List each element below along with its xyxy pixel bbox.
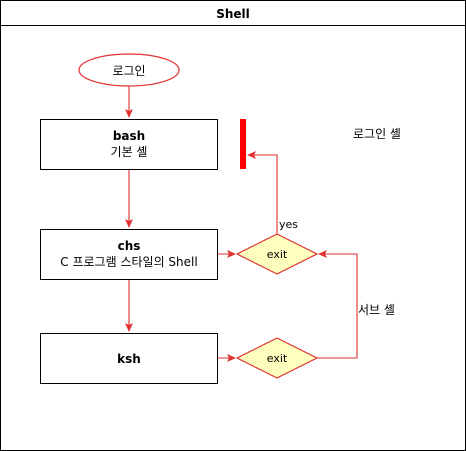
chs-node: chs C 프로그램 스타일의 Shell bbox=[40, 229, 218, 280]
yes-label: yes bbox=[279, 218, 298, 231]
ksh-label: ksh bbox=[117, 352, 141, 366]
pool-title: Shell bbox=[216, 7, 250, 21]
edge-exit2-exit1 bbox=[317, 250, 358, 359]
end-bar bbox=[240, 119, 246, 169]
exit-2-label: exit bbox=[267, 352, 288, 365]
bash-subtitle: 기본 셸 bbox=[111, 145, 148, 159]
bash-title: bash bbox=[113, 129, 145, 143]
bash-node: bash 기본 셸 bbox=[40, 119, 218, 170]
chs-title: chs bbox=[118, 239, 141, 253]
exit-decision-1: exit bbox=[235, 233, 319, 275]
edge-exit1-bar-yes bbox=[247, 151, 278, 234]
exit-decision-2: exit bbox=[235, 337, 319, 379]
ksh-node: ksh bbox=[40, 333, 218, 384]
sub-shell-label: 서브 셸 bbox=[358, 303, 395, 317]
login-shell-label: 로그인 셸 bbox=[353, 127, 401, 141]
connectors bbox=[125, 86, 358, 362]
login-start-node: 로그인 bbox=[78, 53, 180, 87]
login-label: 로그인 bbox=[112, 64, 145, 78]
exit-1-label: exit bbox=[267, 248, 288, 261]
chs-subtitle: C 프로그램 스타일의 Shell bbox=[60, 255, 197, 269]
